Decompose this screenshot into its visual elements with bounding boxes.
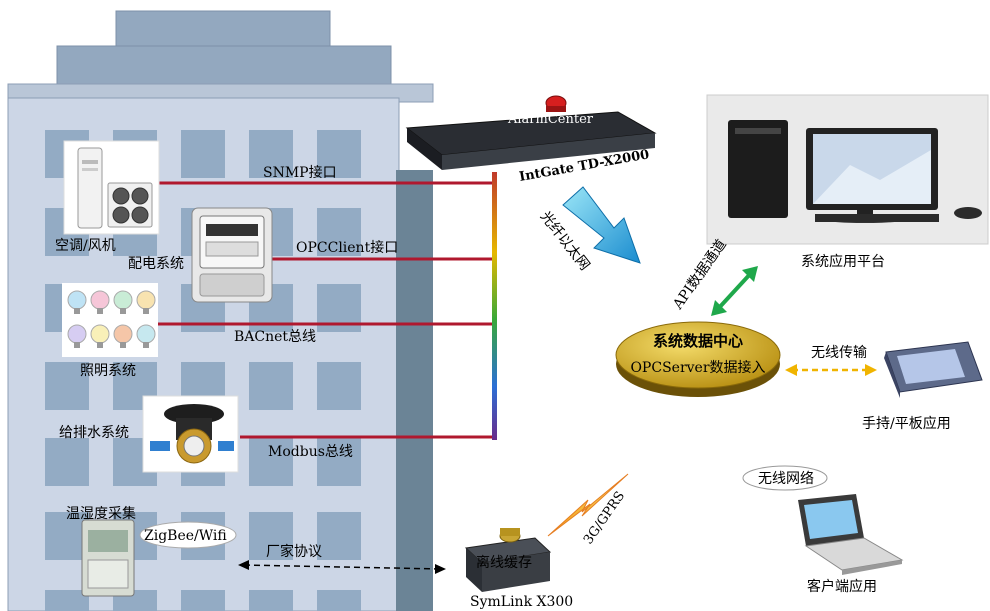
lightbulbs-icon [62, 283, 158, 357]
water-system-label: 给排水系统 [59, 425, 129, 441]
building-window [249, 590, 293, 611]
lighting-system-label: 照明系统 [80, 363, 136, 379]
snmp-interface-label: SNMP接口 [263, 164, 337, 181]
lightbulb-icon [136, 290, 156, 310]
api-channel-label: API数据通道 [670, 237, 730, 313]
lightbulb-icon [90, 290, 110, 310]
lightning-bolt-icon [547, 473, 629, 537]
fiber-arrow [562, 186, 641, 264]
building-window [317, 438, 361, 486]
handheld-label: 手持/平板应用 [862, 415, 951, 432]
aircon-label: 空调/风机 [55, 238, 116, 254]
alarm-center-label: AlarmCenter [507, 112, 594, 127]
data-center-title: 系统数据中心 [653, 332, 743, 350]
bus-lines [130, 172, 497, 440]
building-window [249, 512, 293, 560]
building-window [181, 590, 225, 611]
data-center-disk [615, 321, 781, 397]
power-meter-icon [191, 207, 273, 303]
building-window [249, 130, 293, 178]
wireless-network-label: 无线网络 [758, 471, 814, 487]
gateway-device [405, 95, 657, 170]
platform-label: 系统应用平台 [801, 253, 885, 270]
building-roof-mid [56, 45, 392, 87]
power-system-label: 配电系统 [128, 256, 184, 272]
building-roof-top [115, 10, 331, 50]
lightbulb-icon [67, 290, 87, 310]
lightbulb-icon [90, 324, 110, 344]
laptop-icon [798, 494, 904, 575]
building-window [317, 512, 361, 560]
building-window [45, 362, 89, 410]
lightbulb-icon [113, 324, 133, 344]
temp-humidity-label: 温湿度采集 [66, 505, 136, 522]
handheld-device-icon [884, 341, 983, 398]
wireless-transfer-label: 无线传输 [811, 345, 867, 361]
sensor-module-icon [81, 519, 135, 597]
water-meter-icon [142, 395, 239, 473]
wireless-cloud-icon [742, 465, 828, 491]
building-window [249, 362, 293, 410]
vendor-protocol-arrow [238, 560, 446, 574]
building-window [317, 130, 361, 178]
platform-computer-icon [706, 94, 989, 245]
client-label: 客户端应用 [807, 578, 877, 595]
building-window [317, 590, 361, 611]
lightbulb-icon [67, 324, 87, 344]
wireless-transfer-arrow [785, 364, 877, 376]
vendor-protocol-label: 厂家协议 [266, 543, 322, 560]
opc-interface-label: OPCClient接口 [296, 239, 398, 256]
mobile-network-label: 3G/GPRS [581, 489, 628, 547]
bacnet-bus-label: BACnet总线 [234, 329, 316, 345]
building-window [249, 438, 293, 486]
symlink-device-icon [464, 528, 552, 592]
building-window [45, 438, 89, 486]
data-center-subtitle: OPCServer数据接入 [630, 359, 765, 376]
zigbee-wifi-label: ZigBee/Wifi [144, 528, 227, 544]
symlink-model-label: SymLink X300 [470, 594, 573, 610]
aircon-icon [63, 140, 160, 235]
offline-cache-label: 离线缓存 [476, 554, 532, 571]
building-window [317, 208, 361, 256]
api-double-arrow [711, 266, 758, 316]
vertical-bus [492, 172, 497, 440]
lightbulb-icon [113, 290, 133, 310]
lightbulb-icon [136, 324, 156, 344]
modbus-bus-label: Modbus总线 [268, 444, 353, 460]
building-window [181, 130, 225, 178]
zigbee-cloud-icon [139, 521, 237, 549]
building-side-wall [396, 170, 433, 611]
building-window [317, 362, 361, 410]
building-window [45, 590, 89, 611]
